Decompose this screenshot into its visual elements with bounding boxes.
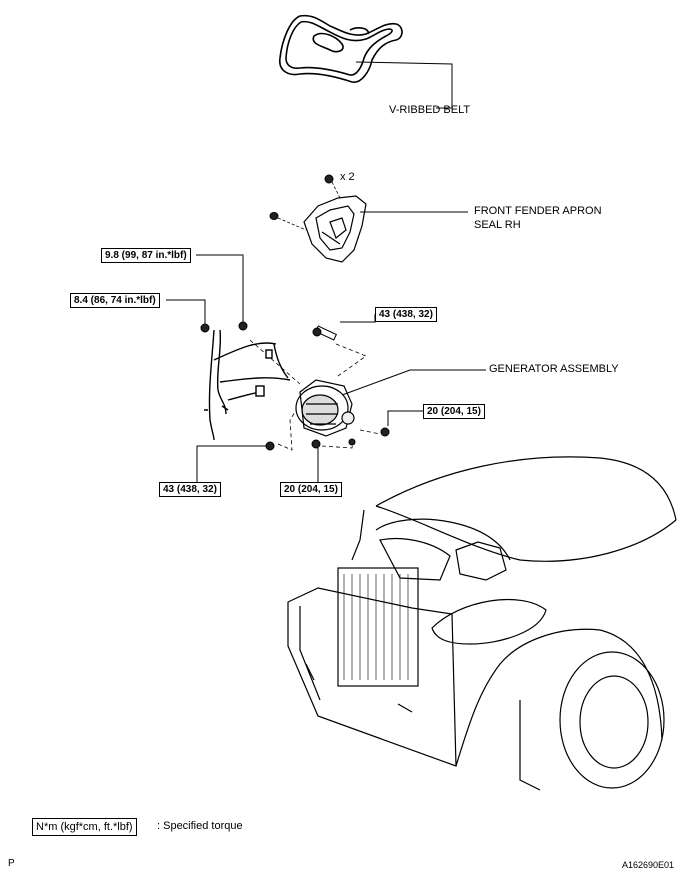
quantity-label: x 2 [340,171,355,183]
belt-leader-line [355,61,453,109]
legend-unit-box: N*m (kgf*cm, ft.*lbf) [32,818,137,836]
generator-assembly-label: GENERATOR ASSEMBLY [489,363,619,375]
fender-apron-seal [303,195,367,263]
torque-label-43-bottom: 43 (438, 32) [159,482,221,497]
fender-apron-label-line1: FRONT FENDER APRON [474,205,602,217]
seal-clip-icon [269,174,341,231]
torque-label-20-right: 20 (204, 15) [423,404,485,419]
torque-label-9-8: 9.8 (99, 87 in.*lbf) [101,248,191,263]
torque-label-20-bottom: 20 (204, 15) [280,482,342,497]
torque-leader-lines [166,254,486,488]
torque-label-43-top: 43 (438, 32) [375,307,437,322]
page-corner-mark: P [8,858,15,869]
fender-apron-label-line2: SEAL RH [474,219,521,231]
generator-assembly [295,379,355,437]
bolt-icons [200,321,390,451]
illustration-id: A162690E01 [622,860,675,870]
legend-text: : Specified torque [157,820,243,832]
torque-label-8-4: 8.4 (86, 74 in.*lbf) [70,293,160,308]
v-ribbed-belt-label: V-RIBBED BELT [389,104,471,116]
v-ribbed-belt [279,14,403,83]
vehicle-front [287,456,677,791]
wiring-harness [204,329,291,441]
